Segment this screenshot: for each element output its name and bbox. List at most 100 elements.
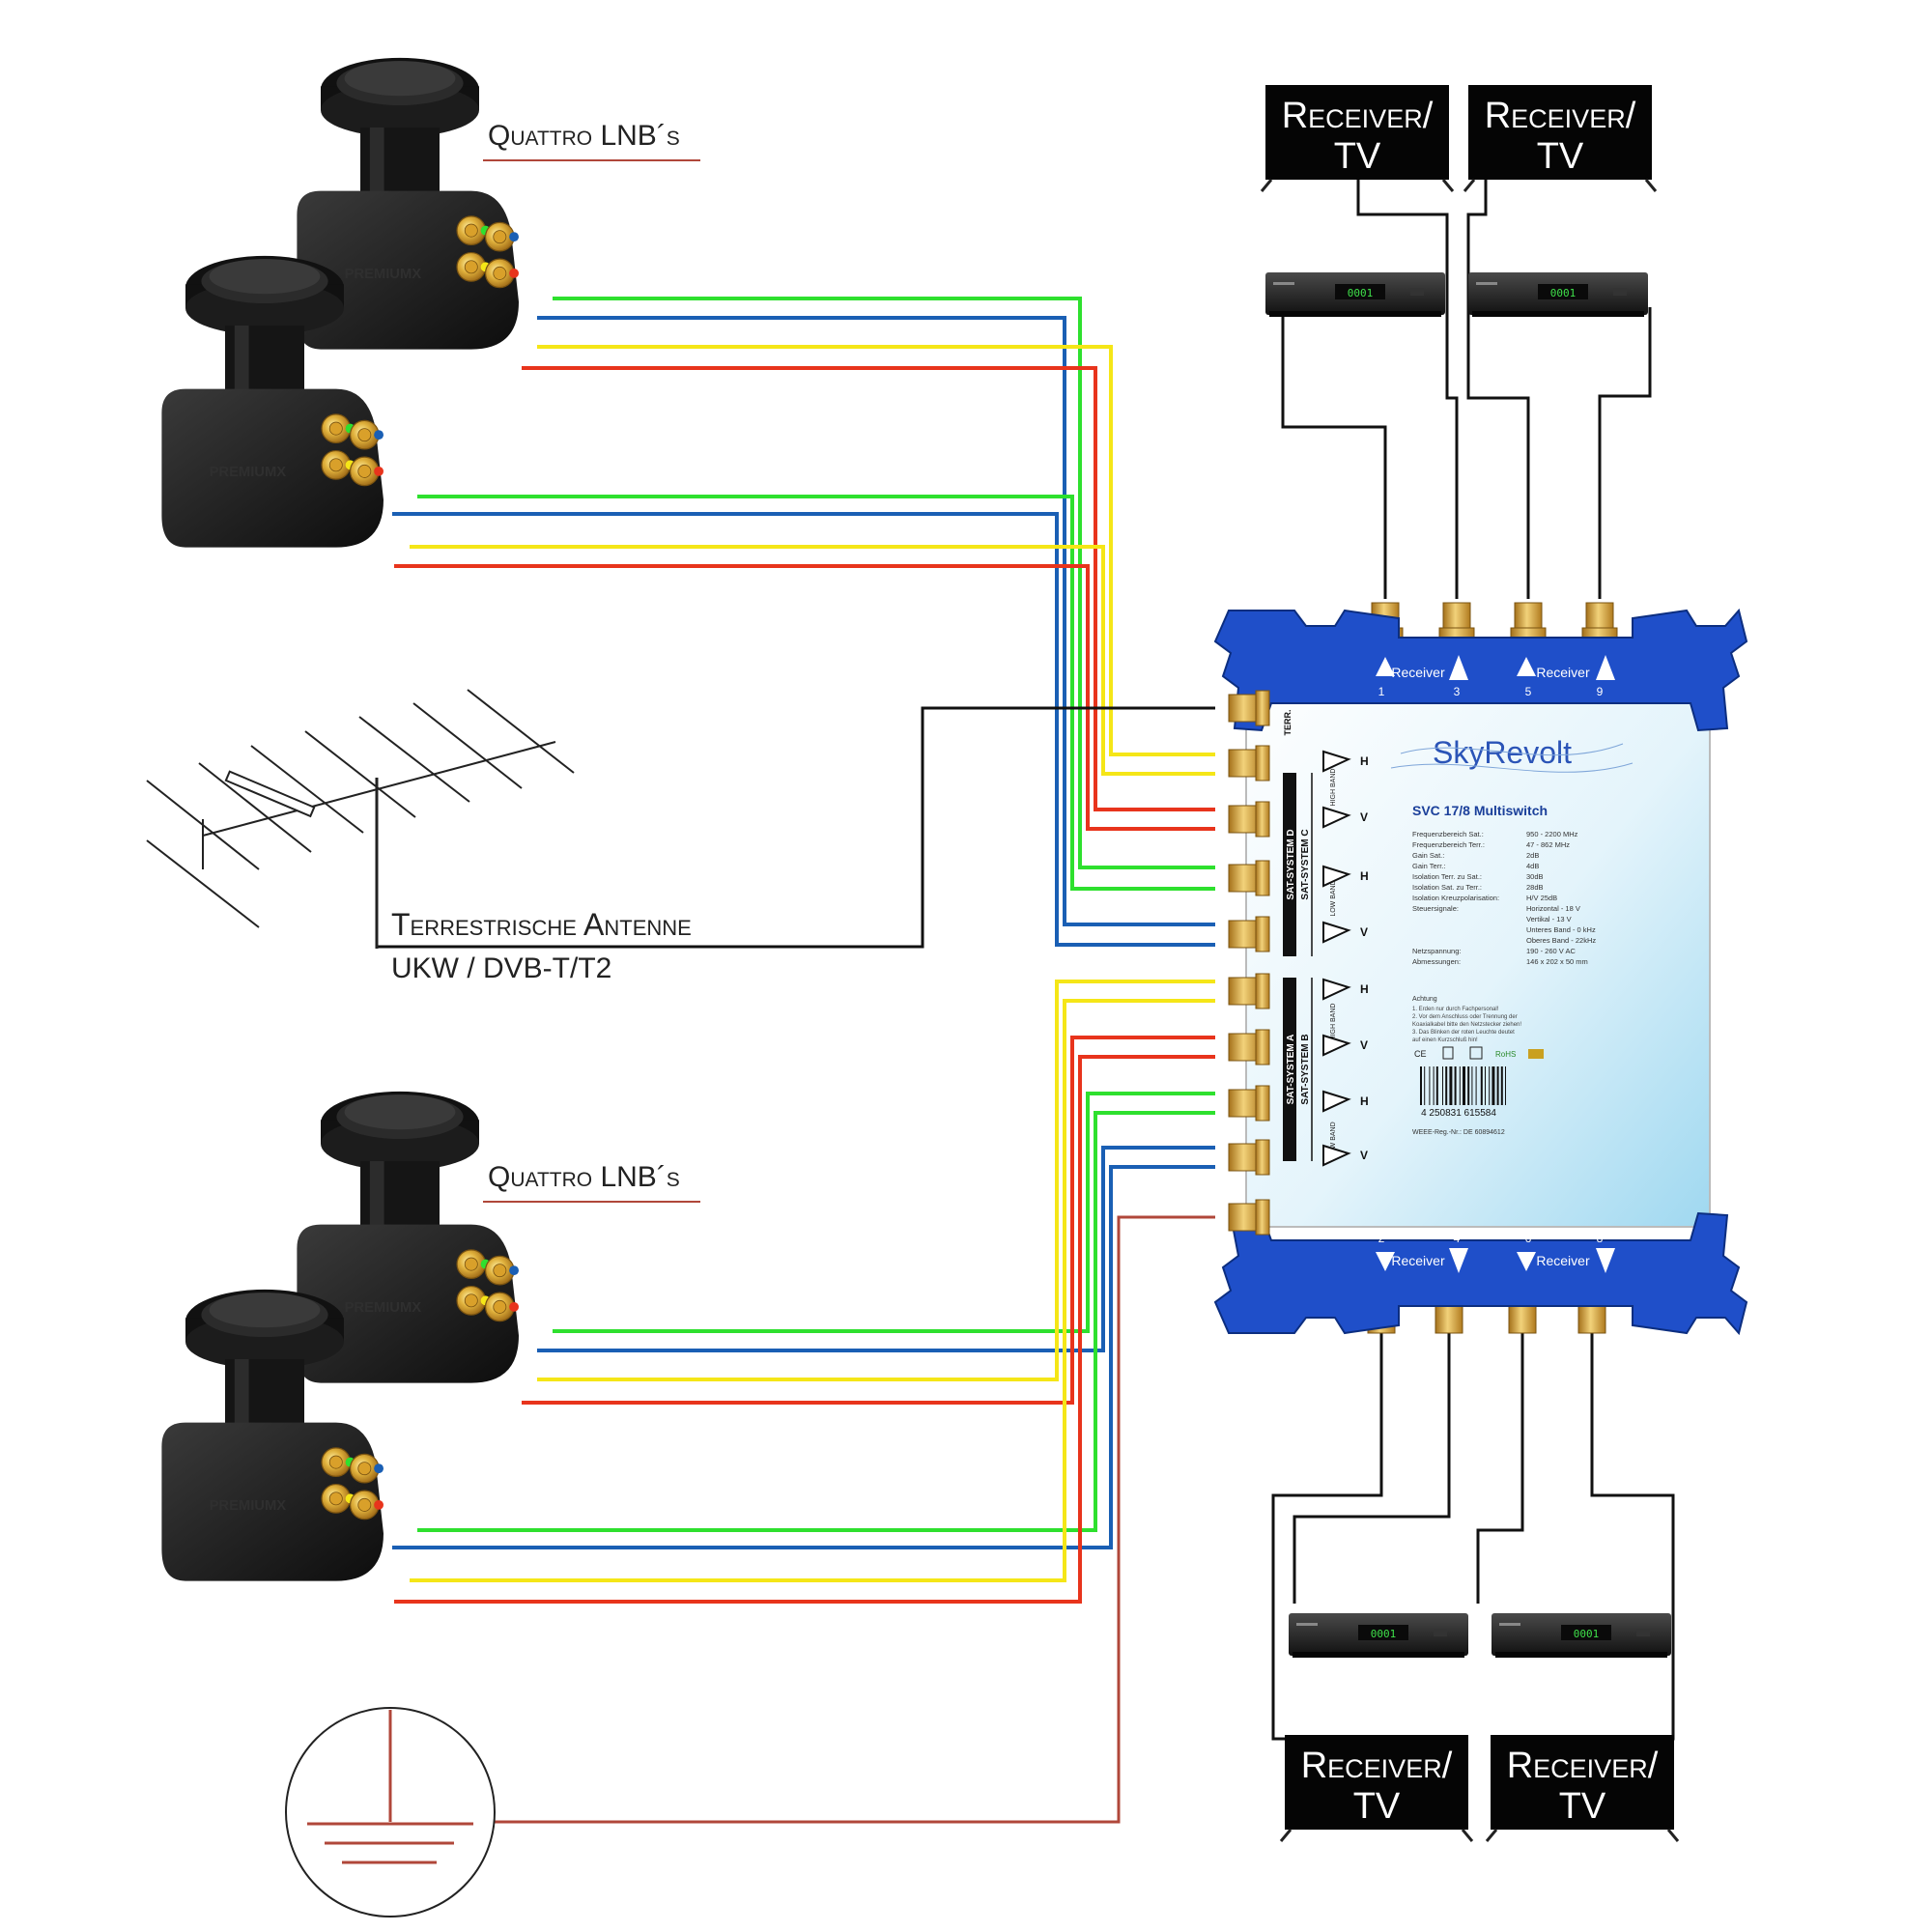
quattro-lnb: PREMIUMX — [297, 57, 519, 350]
spec-value: Horizontal - 18 V — [1526, 904, 1580, 913]
spec-value: H/V 25dB — [1526, 894, 1557, 902]
receiver-display: 0001 — [1348, 287, 1374, 299]
lnb-label-bottom: Quattro LNB´s — [483, 1161, 700, 1203]
quattro-lnb: PREMIUMX — [297, 1091, 519, 1383]
spec-value: 28dB — [1526, 883, 1544, 892]
band-label: HIGH BAND — [1330, 1004, 1337, 1041]
quattro-lnb: PREMIUMX — [161, 255, 384, 548]
warning-line: auf einen Kurzschluß hin! — [1412, 1037, 1478, 1043]
receiver-display: 0001 — [1371, 1628, 1397, 1640]
receiver-label: Receiver — [1536, 1253, 1590, 1268]
polarity-arrow-icon: H — [1322, 1090, 1369, 1113]
spec-value: 2dB — [1526, 851, 1539, 860]
tv-label-line2: TV — [1353, 1786, 1401, 1827]
cable-red — [394, 564, 1215, 831]
band-label: LOW BAND — [1330, 880, 1337, 916]
warning-line: 1. Erden nur durch Fachpersonal! — [1412, 1007, 1499, 1012]
spec-label: Frequenzbereich Sat.: — [1412, 830, 1484, 838]
barcode — [1420, 1066, 1506, 1105]
lnb-label-top: Quattro LNB´s — [483, 120, 700, 161]
polarity-arrow-icon: V — [1322, 1034, 1368, 1057]
certification-icons: CE RoHS — [1414, 1046, 1544, 1060]
spec-label: Isolation Sat. zu Terr.: — [1412, 883, 1482, 892]
weee-number: WEEE-Reg.-Nr.: DE 60894612 — [1412, 1129, 1505, 1136]
polarity-arrow-icon: H — [1322, 978, 1369, 1001]
svg-text:RoHS: RoHS — [1495, 1050, 1516, 1059]
cable-receiver-bottom — [1271, 1333, 1383, 1741]
cable-yellow — [410, 999, 1215, 1582]
tv-label-line1: Receiver/ — [1282, 96, 1434, 136]
antenna-label-line1: Terrestrische Antenne — [391, 907, 692, 942]
antenna-label: Terrestrische Antenne UKW / DVB-T/T2 — [391, 907, 692, 984]
f-connector — [1228, 1199, 1270, 1236]
band-label: LOW BAND — [1330, 1122, 1337, 1157]
tv-label-line2: TV — [1537, 136, 1584, 177]
polarity-arrow-icon: V — [1322, 921, 1368, 944]
f-connector — [1228, 690, 1270, 726]
polarity-label: V — [1360, 1038, 1368, 1052]
receiver-tv: Receiver/TV — [1463, 85, 1658, 192]
cable-blue — [537, 316, 1215, 926]
spec-label: Isolation Terr. zu Sat.: — [1412, 872, 1482, 881]
cable-receiver-bottom — [1476, 1333, 1524, 1604]
receiver-label: Receiver — [1536, 665, 1590, 680]
cable-yellow — [537, 980, 1215, 1381]
receiver-tv: Receiver/TV — [1485, 1735, 1680, 1842]
tv-label-line1: Receiver/ — [1485, 96, 1636, 136]
svg-text:CE: CE — [1414, 1049, 1427, 1059]
cable-yellow — [410, 545, 1215, 776]
lnb-label-text: Quattro LNB´s — [488, 120, 680, 152]
antenna-label-line2: UKW / DVB-T/T2 — [391, 952, 611, 984]
spec-label: Steuersignale: — [1412, 904, 1459, 913]
spec-value: Unteres Band - 0 kHz — [1526, 925, 1596, 934]
cable-green — [553, 1092, 1215, 1333]
port-number: 5 — [1525, 685, 1532, 698]
spec-value: Vertikal - 13 V — [1526, 915, 1572, 923]
cable-receiver-top — [1466, 176, 1530, 599]
port-number: 6 — [1525, 1232, 1532, 1245]
polarity-label: V — [1360, 1149, 1368, 1162]
polarity-label: H — [1360, 982, 1369, 996]
polarity-label: H — [1360, 869, 1369, 883]
quattro-lnb: PREMIUMX — [161, 1289, 384, 1581]
receiver-tv: Receiver/TV — [1279, 1735, 1474, 1842]
lnb-brand: PREMIUMX — [345, 1300, 422, 1316]
warning-title: Achtung — [1412, 996, 1437, 1003]
cable-ground — [493, 1215, 1215, 1824]
tv-label-line2: TV — [1334, 136, 1381, 177]
lnb-label-text: Quattro LNB´s — [488, 1161, 680, 1193]
sat-system-c-label: SAT-SYSTEM C — [1300, 829, 1311, 899]
spec-label: Netzspannung: — [1412, 947, 1461, 955]
f-connector — [1228, 973, 1270, 1009]
spec-value: 4dB — [1526, 862, 1539, 870]
polarity-label: V — [1360, 810, 1368, 824]
satellite-receiver: 0001 — [1289, 1613, 1468, 1658]
f-connector — [1228, 916, 1270, 952]
tv-label-line1: Receiver/ — [1301, 1746, 1453, 1786]
coax-cables — [377, 176, 1675, 1824]
spec-value: 146 x 202 x 50 mm — [1526, 957, 1588, 966]
warning-line: 2. Vor dem Anschluss oder Trennung der — [1412, 1014, 1518, 1020]
spec-label: Gain Sat.: — [1412, 851, 1444, 860]
f-connector — [1228, 1085, 1270, 1122]
polarity-label: H — [1360, 754, 1369, 768]
cable-green — [417, 495, 1215, 891]
port-number: 9 — [1597, 685, 1604, 698]
switch-brand: SkyRevolt — [1433, 735, 1572, 770]
sat-system-d-label: SAT-SYSTEM D — [1286, 829, 1296, 899]
f-connector — [1228, 745, 1270, 781]
warning-line: 3. Das Blinken der roten Leuchte deutet — [1412, 1030, 1515, 1036]
port-number: 2 — [1378, 1232, 1385, 1245]
switch-model: SVC 17/8 Multiswitch — [1412, 803, 1548, 818]
receiver-label: Receiver — [1391, 1253, 1445, 1268]
spec-label: Frequenzbereich Terr.: — [1412, 840, 1485, 849]
spec-value: 190 - 260 V AC — [1526, 947, 1576, 955]
f-connector — [1228, 1139, 1270, 1176]
spec-value: Oberes Band - 22kHz — [1526, 936, 1596, 945]
cable-receiver-bottom — [1293, 1333, 1451, 1604]
cable-red — [522, 366, 1215, 811]
port-number: 3 — [1454, 685, 1461, 698]
receiver-display: 0001 — [1550, 287, 1577, 299]
ground-icon — [285, 1707, 496, 1918]
polarity-label: V — [1360, 925, 1368, 939]
